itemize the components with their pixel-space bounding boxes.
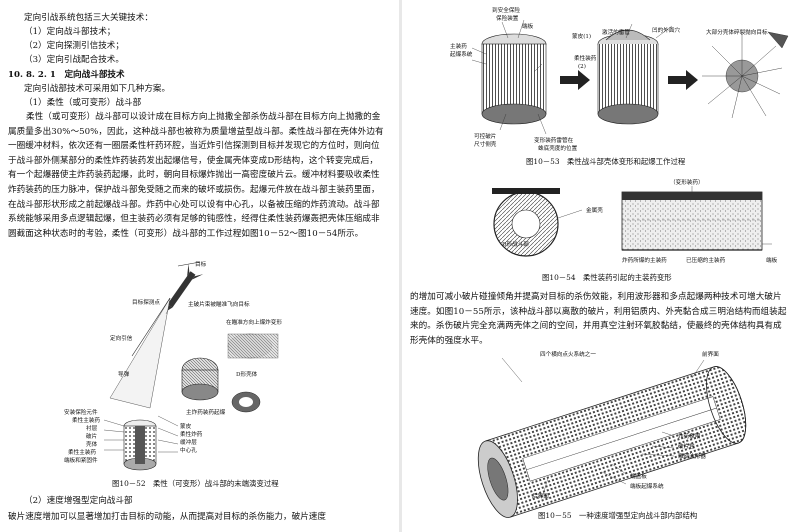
label-main-charge: 柔性主装药 (72, 418, 100, 424)
section-intro: 定向引战部技术可采用如下几种方案。 (24, 84, 171, 94)
label-guidance: 定向引信 (110, 336, 133, 342)
label-fragments: 破片 (86, 434, 98, 440)
label-shell: 壳体 (86, 442, 98, 448)
page-gutter (399, 0, 402, 532)
label-explosive-charge: 炸药所爆的主装药 (622, 258, 667, 264)
label-d-charge: D形战斗部 (502, 242, 529, 248)
figure-10-53-drawing (471, 19, 789, 135)
label-top-axis: 四个横向点火系统之一 (540, 352, 596, 358)
label-cover: 蒙皮 (180, 424, 192, 430)
body-paragraph-2: 破片速度增加可以显著增加打击目标的动能，从而提高对目标的杀伤能力，破片速度 (8, 512, 326, 522)
label-liner: 衬层 (86, 426, 98, 432)
body-paragraph-1: 柔性（或可变形）战斗部可以设计成在目标方向上抛撒全部杀伤战斗部在目标方向上抛撒的… (8, 112, 384, 239)
tech-item-3: （3）定向引战配合技术。 (24, 55, 124, 65)
figure-10-53-caption: 图10－53 柔性战斗部壳体变形和起爆工作过程 (526, 157, 686, 166)
label-explosive-quadrant: 炸药象限 (678, 434, 701, 440)
label-flex-explosive-53: 柔性装药 (574, 56, 597, 62)
label-deform: 在瞄准方向上爆炸变形 (226, 320, 282, 326)
label-fragment-ray: 主破片束被瞄准飞向目标 (188, 302, 250, 308)
label-metal-shell: 金属壳 (586, 208, 603, 214)
intro-text: 定向引战系统包括三大关键技术： (24, 13, 153, 23)
label-center-hole: 中心孔 (180, 448, 197, 454)
body-paragraph-3: 的增加可减小破片碰撞倾角并提高对目标的杀伤效能，利用波形器和多点起爆两种技术可增… (410, 292, 787, 346)
label-aux-charge: 柔性主装药 (68, 450, 96, 456)
figure-10-54-caption: 图10－54 柔性装药引起的主装药变形 (542, 273, 672, 282)
label-deform-bulge: 凹的外面穴 (652, 28, 680, 34)
label-missile: 导弹 (118, 372, 130, 378)
tech-item-1: （1）定向战斗部技术； (24, 27, 116, 37)
label-size-control: 尺寸侧壳 (474, 142, 497, 148)
label-end-cap: 端板和紧固件 (64, 458, 98, 464)
label-end-plate-55: 端盖板 (630, 474, 647, 480)
label-initiator: 起爆系统 (450, 52, 473, 58)
label-safety: 安装保险元件 (64, 410, 98, 416)
label-safety-device: 到安全保险 (492, 8, 520, 14)
label-deform-charge-54: （变形装药） (670, 180, 704, 186)
label-deform-charge-53: 变形装药雷管在 (534, 138, 574, 144)
label-end-plate-54: 端板 (766, 258, 778, 264)
label-unit-location: 蛛底壳度的位置 (538, 146, 578, 152)
figure-10-52-drawing (103, 261, 279, 471)
label-fragment-pack: 破片包 (678, 444, 695, 450)
label-flex-explosive: 柔性炸药 (180, 432, 203, 438)
label-target: 目标 (195, 262, 207, 268)
figure-10-52-caption: 图10－52 柔性（可变形）战斗部的末端演变过程 (112, 479, 279, 488)
label-most-fragments: 大部分壳体碎裂抛向目标 (706, 30, 768, 36)
label-d-shell: D形壳体 (236, 372, 258, 378)
label-compressed: 已压缩的主装药 (686, 258, 726, 264)
label-detect-point: 目标探测点 (132, 300, 160, 306)
left-page: 定向引战系统包括三大关键技术： （1）定向战斗部技术； （2）定向探测引信技术；… (8, 13, 384, 522)
label-end-plate-53: 端板 (522, 24, 534, 30)
label-cover-53: 蒙皮(1) (572, 34, 592, 40)
label-front-cover: 前界面 (702, 352, 719, 358)
subsection-2-title: （2）速度增强型定向战斗部 (24, 496, 133, 506)
label-main-detonation: 主炸药装药起爆 (186, 410, 226, 416)
label-buffer: 缓冲层 (180, 440, 197, 446)
figure-10-55-caption: 图10－55 一种速度增强型定向战斗部内部结构 (538, 511, 698, 520)
section-heading: 10. 8. 2. 1 定向战斗部技术 (8, 70, 125, 80)
label-wave-shaper: 雕刻波形器 (678, 454, 706, 460)
figure-10-54-drawing (492, 186, 772, 257)
label-rear: 后界面 (532, 494, 549, 500)
tech-item-2: （2）定向探测引信技术； (24, 41, 124, 51)
right-page: 到安全保险 保险装置 端板 蒙皮(1) 主装药 起爆系统 柔性装药 (2) 激活… (402, 0, 800, 532)
figure-10-55-drawing (477, 357, 747, 518)
label-main-charge-53: 主装药 (450, 44, 467, 50)
label-arming: 保险装置 (496, 16, 519, 22)
label-detonator: 端板起爆系统 (630, 484, 664, 490)
label-step-2: (2) (578, 64, 586, 70)
label-controlled-fragments: 可控破片 (474, 134, 497, 140)
label-detonated: 激活的雷管 (602, 30, 630, 36)
subsection-1-title: （1）柔性（或可变形）战斗部 (24, 98, 142, 108)
